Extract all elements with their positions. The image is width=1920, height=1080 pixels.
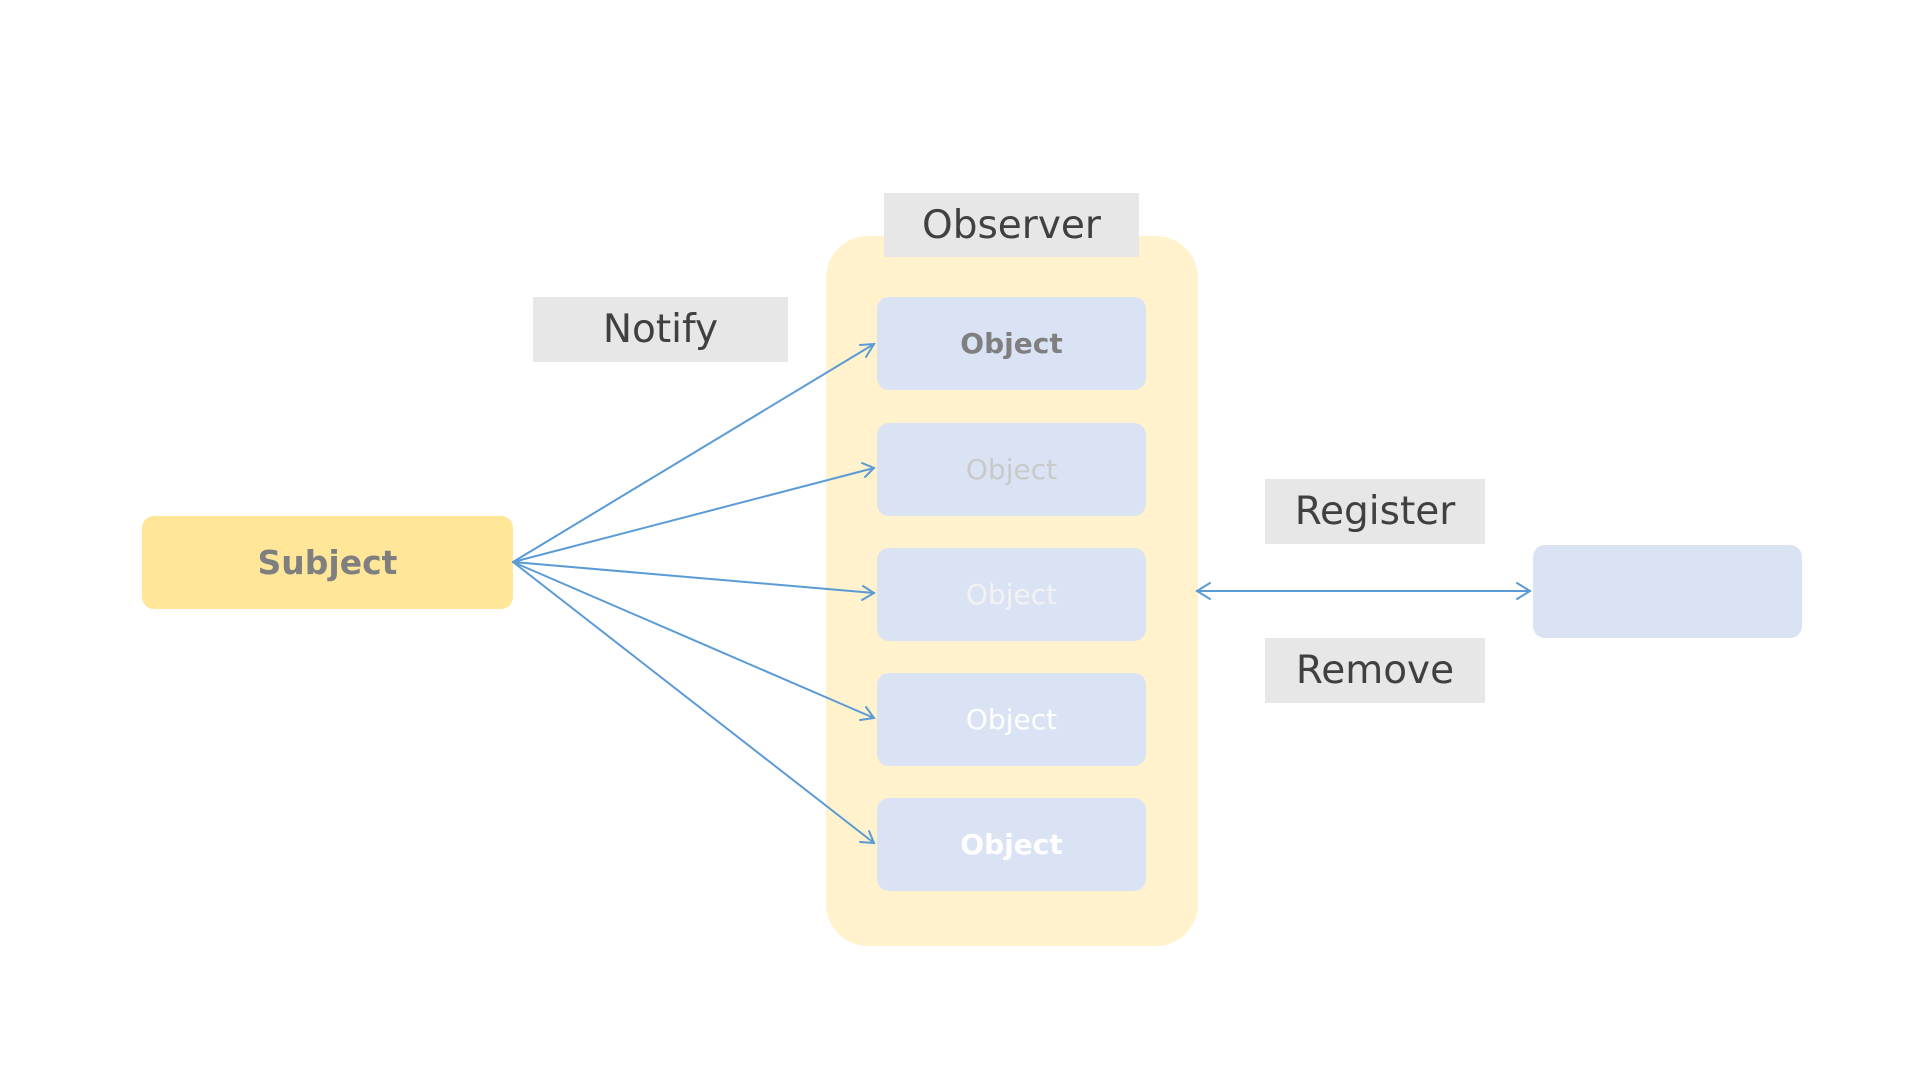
observer-object-3: Object: [877, 548, 1146, 641]
observer-title-label: Observer: [884, 193, 1139, 257]
notify-arrow-2: [512, 462, 876, 563]
register-label: Register: [1265, 479, 1485, 544]
notify-label: Notify: [533, 297, 788, 362]
observer-object-1: Object: [877, 297, 1146, 390]
subject-box: Subject: [142, 516, 513, 609]
observer-object-5: Object: [877, 798, 1146, 891]
notify-arrow-1: [512, 342, 876, 563]
observer-object-2: Object: [877, 423, 1146, 516]
notify-arrow-3: [512, 561, 876, 601]
external-observer-box: [1533, 545, 1802, 638]
observer-object-4: Object: [877, 673, 1146, 766]
register-remove-arrow: [1195, 582, 1532, 600]
notify-arrow-4: [512, 561, 876, 721]
remove-label: Remove: [1265, 638, 1485, 703]
notify-arrow-5: [512, 561, 876, 845]
